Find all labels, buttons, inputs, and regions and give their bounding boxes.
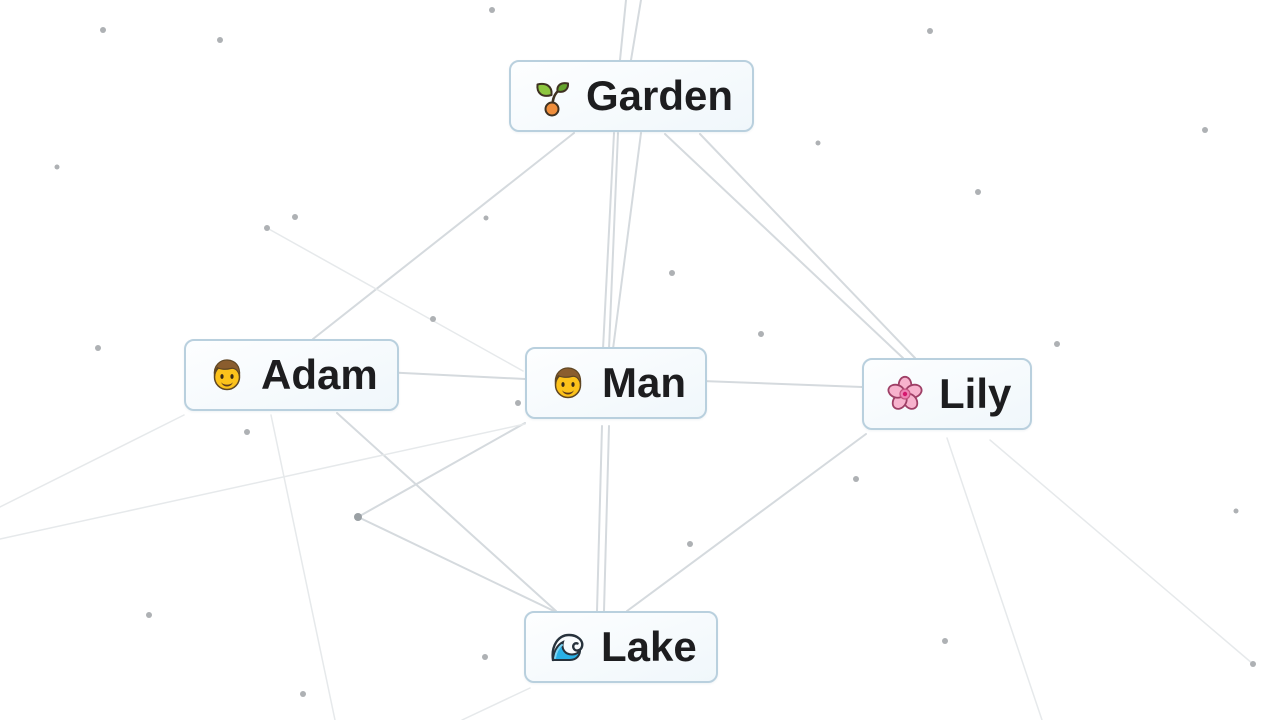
background-dot	[1250, 661, 1256, 667]
water-wave-icon	[551, 633, 584, 662]
seedling-icon	[536, 82, 570, 117]
edge-lily-offscreen-bottom	[946, 437, 1043, 720]
edge-garden-man	[608, 132, 619, 350]
node-label: Lake	[601, 623, 697, 670]
edge-offscreen-top-garden	[619, 0, 627, 61]
edge-junction-dot-man	[357, 422, 526, 518]
node-garden[interactable]: Garden	[509, 60, 755, 132]
edge-garden-lily	[664, 133, 904, 359]
background-dot	[146, 612, 152, 618]
background-dot	[489, 7, 495, 13]
edge-garden-adam	[312, 132, 575, 340]
background-dot	[95, 345, 101, 351]
background-dot	[927, 28, 933, 34]
node-label: Man	[602, 359, 686, 406]
background-dot	[687, 541, 693, 547]
edge-adam-offscreen-bottom	[270, 414, 336, 720]
edge-dot-upper-left-man	[266, 227, 524, 372]
edge-adam-lake	[336, 412, 557, 612]
edge-adam-offscreen-left	[0, 414, 185, 508]
edge-adam-man	[382, 371, 526, 380]
edge-man-lily	[701, 380, 863, 388]
edge-lily-lake	[626, 433, 867, 612]
edge-lily-dot-lower-right	[989, 439, 1254, 665]
background-dot	[942, 638, 948, 644]
background-dot	[975, 189, 981, 195]
background-dot	[853, 476, 859, 482]
edge-offscreen-top-garden	[630, 0, 642, 61]
background-dot	[217, 37, 223, 43]
node-lily[interactable]: Lily	[862, 358, 1033, 430]
background-dot	[815, 140, 821, 146]
node-adam[interactable]: Adam	[184, 339, 399, 411]
background-dot	[292, 214, 298, 220]
background-dot	[669, 270, 675, 276]
junction-dot	[354, 513, 362, 521]
background-dot	[1202, 127, 1208, 133]
edge-garden-lily	[699, 133, 916, 359]
man-face-icon	[213, 359, 241, 391]
man-face-icon	[554, 367, 582, 399]
background-dot	[758, 331, 764, 337]
edge-offscreen-left-man	[0, 423, 526, 540]
background-dot	[100, 27, 106, 33]
cherry-blossom-icon	[887, 375, 923, 410]
edges-group	[0, 0, 1254, 720]
background-dot	[1233, 508, 1239, 514]
node-lake[interactable]: Lake	[524, 611, 718, 683]
background-dot	[483, 215, 489, 221]
edge-man-lake	[603, 425, 610, 612]
edge-lake-offscreen-bottom	[461, 687, 531, 720]
edge-junction-dot-lake	[357, 516, 557, 613]
dots-group	[54, 7, 1256, 697]
background-dot	[244, 429, 250, 435]
background-dot	[300, 691, 306, 697]
edge-garden-man	[602, 132, 615, 350]
node-man[interactable]: Man	[525, 347, 707, 419]
edge-man-lake	[596, 425, 603, 612]
background-dot	[515, 400, 521, 406]
node-label: Adam	[261, 351, 378, 398]
background-dot	[264, 225, 270, 231]
background-dot	[54, 164, 60, 170]
node-label: Lily	[939, 370, 1012, 417]
node-label: Garden	[586, 72, 734, 119]
background-dot	[430, 316, 436, 322]
edge-garden-man	[612, 132, 642, 350]
background-dot	[1054, 341, 1060, 347]
background-dot	[482, 654, 488, 660]
